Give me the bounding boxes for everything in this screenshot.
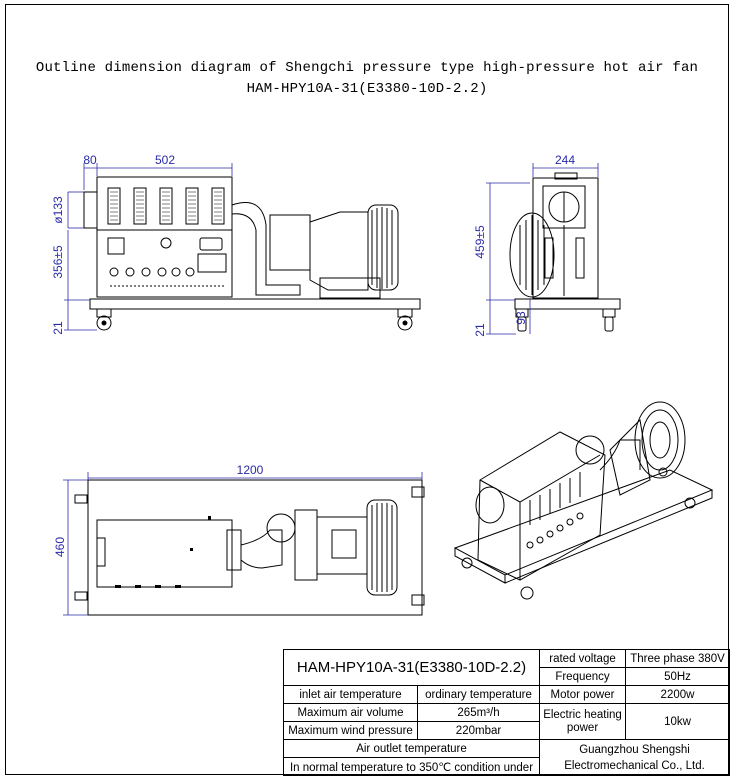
iso-wheels bbox=[461, 467, 696, 600]
iso-blower bbox=[634, 401, 686, 479]
dim-top-left: 80 bbox=[83, 153, 97, 167]
company-name: Guangzhou Shengshi Electromechanical Co.… bbox=[539, 739, 730, 776]
outlet-value: In normal temperature to 350℃ condition … bbox=[283, 757, 540, 776]
front-wheel-right bbox=[397, 308, 413, 331]
side-view bbox=[509, 172, 621, 332]
vent-slots bbox=[107, 187, 225, 225]
iso-vents bbox=[529, 472, 581, 525]
dim-side-width: 244 bbox=[555, 153, 575, 167]
isometric-view bbox=[453, 401, 714, 600]
heating-value: 10kw bbox=[625, 703, 730, 740]
side-dimension-lines bbox=[486, 163, 599, 335]
front-view bbox=[83, 176, 421, 331]
iso-duct bbox=[599, 439, 641, 471]
drawing-title: Outline dimension diagram of Shengchi pr… bbox=[35, 60, 699, 76]
voltage-value: Three phase 380V bbox=[625, 649, 730, 668]
side-wheel-left bbox=[515, 308, 529, 332]
motor-label: Motor power bbox=[539, 685, 626, 704]
dim-diameter: ø133 bbox=[51, 196, 65, 224]
front-dimension-lines bbox=[64, 163, 233, 331]
iso-filter bbox=[575, 435, 605, 465]
dim-height-right: 459±5 bbox=[473, 225, 487, 259]
dim-plan-length: 1200 bbox=[237, 463, 264, 477]
inlet-label: inlet air temperature bbox=[283, 685, 418, 704]
plan-outlet bbox=[96, 537, 106, 567]
iso-motor bbox=[609, 418, 651, 496]
pressure-value: 220mbar bbox=[417, 721, 540, 740]
plan-blower bbox=[366, 499, 398, 596]
control-buttons bbox=[109, 267, 195, 277]
temperature-knob bbox=[160, 237, 172, 249]
connecting-duct bbox=[231, 202, 301, 296]
heating-label: Electric heating power bbox=[539, 703, 626, 740]
handle bbox=[554, 172, 578, 180]
dim-height-left: 356±5 bbox=[51, 245, 65, 279]
frequency-value: 50Hz bbox=[625, 667, 730, 686]
spec-table: HAM-HPY10A-31(E3380-10D-2.2) rated volta… bbox=[283, 649, 730, 776]
dim-clearance: 93 bbox=[514, 311, 528, 325]
dim-wheel-left: 21 bbox=[51, 321, 65, 335]
indicator-lamp bbox=[199, 237, 223, 251]
dim-wheel-right: 21 bbox=[473, 323, 487, 337]
blower-side-profile bbox=[509, 212, 555, 298]
side-base-plate bbox=[514, 298, 621, 310]
plan-motor-end bbox=[294, 509, 318, 581]
motor-value: 2200w bbox=[625, 685, 730, 704]
volume-value: 265m³/h bbox=[417, 703, 540, 722]
heater-box bbox=[96, 176, 233, 298]
drawing-subtitle: HAM-HPY10A-31(E3380-10D-2.2) bbox=[246, 81, 488, 97]
outlet-label: Air outlet temperature bbox=[283, 739, 540, 758]
dim-plan-width: 460 bbox=[53, 537, 67, 557]
motor-base bbox=[319, 277, 381, 299]
plan-heater-box bbox=[96, 519, 233, 588]
iso-heater-box bbox=[477, 431, 606, 581]
dim-top-width: 502 bbox=[155, 153, 175, 167]
power-switch bbox=[107, 237, 125, 255]
base-plate bbox=[89, 298, 421, 310]
plan-inlet-flange bbox=[226, 529, 242, 571]
plan-wheels bbox=[74, 486, 425, 606]
plan-view bbox=[74, 479, 425, 616]
voltage-label: rated voltage bbox=[539, 649, 626, 668]
model-cell: HAM-HPY10A-31(E3380-10D-2.2) bbox=[283, 649, 540, 686]
air-outlet bbox=[83, 191, 98, 229]
blower-motor bbox=[309, 211, 369, 291]
front-wheel-left bbox=[96, 308, 112, 331]
pressure-label: Maximum wind pressure bbox=[283, 721, 418, 740]
side-vents bbox=[544, 237, 585, 279]
volume-label: Maximum air volume bbox=[283, 703, 418, 722]
heater-side-box bbox=[532, 177, 599, 299]
frequency-label: Frequency bbox=[539, 667, 626, 686]
nameplate bbox=[197, 253, 227, 273]
plan-filter bbox=[266, 513, 296, 543]
iso-controls bbox=[526, 512, 584, 549]
motor-housing bbox=[269, 214, 311, 271]
plan-duct bbox=[240, 529, 283, 569]
inlet-value: ordinary temperature bbox=[417, 685, 540, 704]
plan-base-plate bbox=[87, 479, 423, 616]
plan-terminal-box bbox=[331, 529, 357, 559]
side-wheel-right bbox=[602, 308, 616, 332]
plan-motor bbox=[316, 516, 368, 575]
iso-outlet-pipe bbox=[475, 486, 505, 524]
blower-fins bbox=[367, 204, 399, 291]
plan-dimension-lines bbox=[63, 472, 423, 616]
